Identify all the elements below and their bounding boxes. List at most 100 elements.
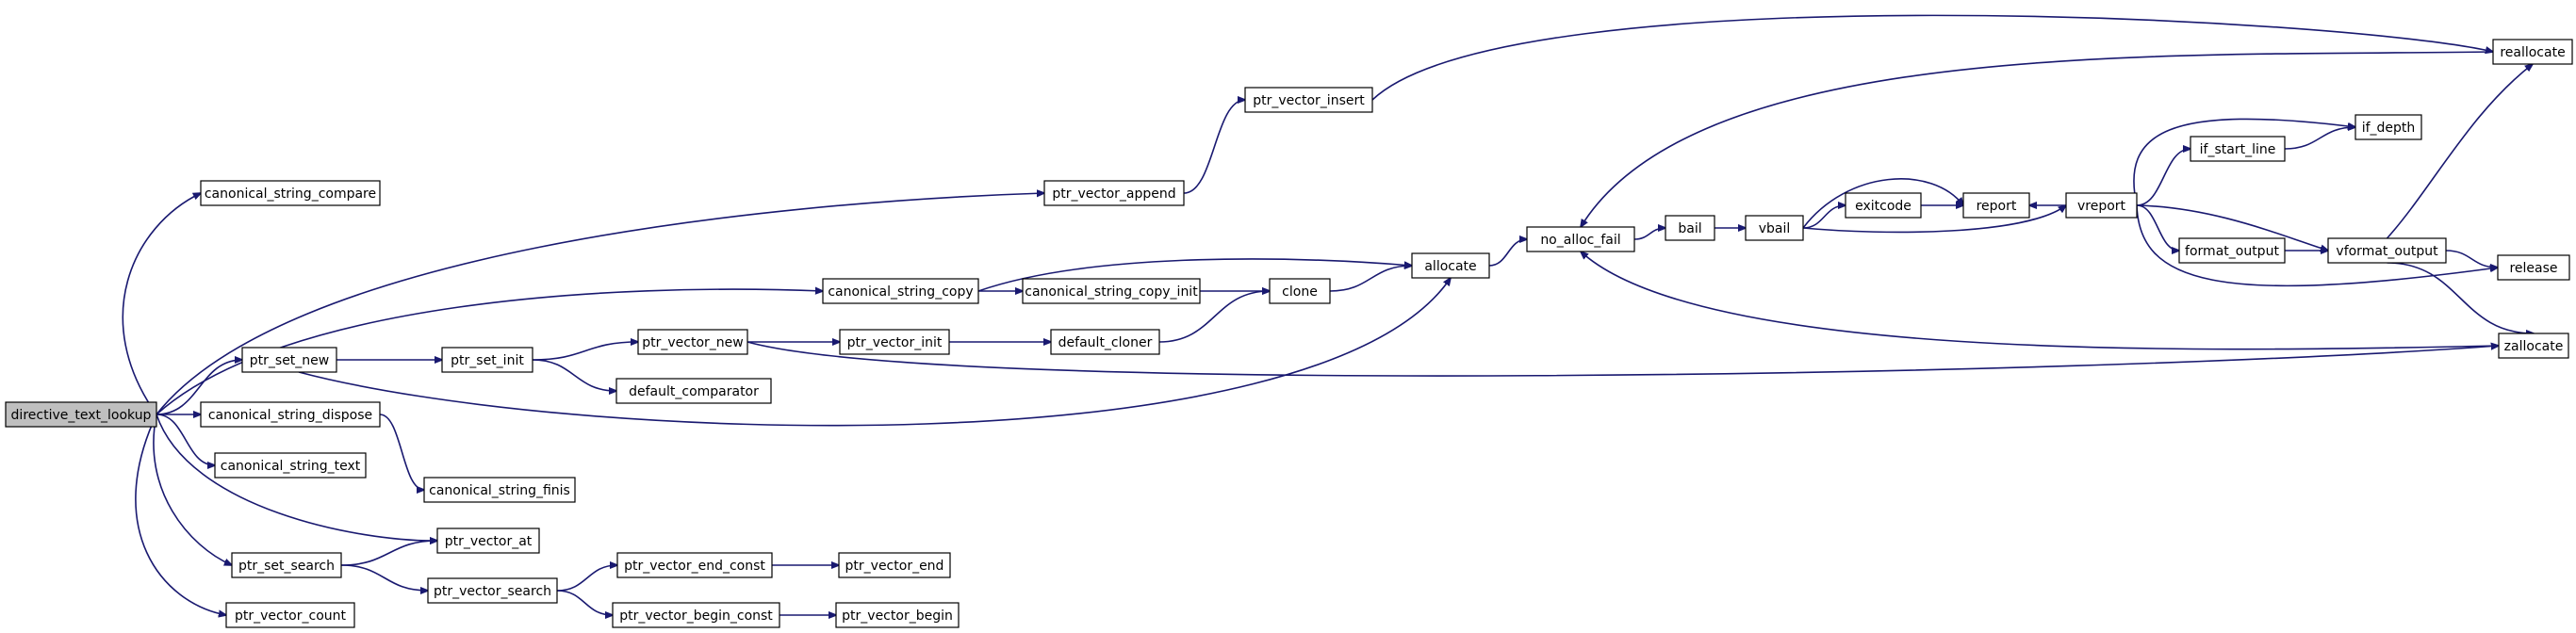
node-no-alloc-fail[interactable]: no_alloc_fail	[1526, 226, 1635, 252]
edge-line	[747, 341, 2499, 377]
node-box	[1526, 226, 1635, 252]
node-canonical-string-text[interactable]: canonical_string_text	[214, 452, 367, 479]
edge-line	[153, 414, 232, 565]
node-ptr-vector-begin-const[interactable]: ptr_vector_begin_const	[612, 602, 780, 628]
node-label: vreport	[2077, 199, 2126, 214]
node-directive-text-lookup[interactable]: directive_text_lookup	[5, 401, 157, 428]
node-vformat-output[interactable]: vformat_output	[2327, 237, 2447, 264]
node-vbail[interactable]: vbail	[1745, 215, 1804, 241]
node-report[interactable]: report	[1962, 192, 2030, 219]
node-ptr-vector-end-const[interactable]: ptr_vector_end_const	[616, 552, 773, 578]
edge-line	[1633, 228, 1665, 240]
node-exitcode[interactable]: exitcode	[1845, 192, 1922, 219]
call-edge-ptr_set_init-to-ptr_vector_new	[532, 342, 638, 361]
node-ptr-set-init[interactable]: ptr_set_init	[441, 347, 533, 373]
node-ptr-vector-init[interactable]: ptr_vector_init	[839, 329, 950, 355]
node-default-cloner[interactable]: default_cloner	[1050, 329, 1160, 355]
edge-line	[156, 414, 215, 465]
node-bail[interactable]: bail	[1665, 215, 1715, 241]
edge-line	[1802, 178, 1963, 229]
call-edge-vreport-to-vformat_output	[2136, 204, 2328, 251]
call-edge-ptr_set_new-to-allocate	[298, 278, 1451, 427]
node-label: ptr_vector_end	[845, 559, 944, 574]
node-vreport[interactable]: vreport	[2065, 192, 2138, 219]
call-edge-directive_text_lookup-to-canonical_string_compare	[122, 193, 201, 415]
edge-line	[2445, 250, 2498, 268]
node-label: ptr_set_init	[451, 353, 524, 368]
node-box	[612, 602, 780, 628]
node-label: ptr_vector_count	[235, 609, 347, 624]
node-label: ptr_vector_at	[445, 534, 533, 549]
node-default-comparator[interactable]: default_comparator	[615, 378, 772, 404]
node-ptr-vector-append[interactable]: ptr_vector_append	[1043, 180, 1185, 206]
node-canonical-string-dispose[interactable]: canonical_string_dispose	[200, 401, 381, 428]
call-edge-vbail-to-vreport	[1802, 205, 2066, 234]
call-edge-vformat_output-to-release	[2445, 250, 2498, 268]
node-ptr-set-new[interactable]: ptr_set_new	[241, 347, 337, 373]
node-ptr-vector-insert[interactable]: ptr_vector_insert	[1244, 87, 1373, 113]
node-box	[838, 552, 951, 578]
call-edge-zallocate-to-no_alloc_fail	[1581, 252, 2500, 350]
node-zallocate[interactable]: zallocate	[2498, 333, 2569, 359]
call-edge-if_start_line-to-if_depth	[2284, 127, 2355, 150]
node-label: canonical_string_compare	[205, 187, 376, 202]
node-label: report	[1977, 199, 2017, 214]
call-edge-directive_text_lookup-to-ptr_set_search	[153, 414, 232, 565]
call-edge-directive_text_lookup-to-ptr_vector_count	[135, 414, 226, 615]
node-box	[441, 347, 533, 373]
node-canonical-string-copy[interactable]: canonical_string_copy	[822, 278, 979, 304]
edge-line	[1488, 239, 1527, 267]
call-edge-directive_text_lookup-to-ptr_vector_at	[156, 414, 437, 541]
node-label: ptr_vector_end_const	[624, 559, 765, 574]
node-canonical-string-compare[interactable]: canonical_string_compare	[200, 180, 381, 206]
call-edge-vreport-to-if_depth	[2133, 118, 2355, 206]
node-box	[5, 401, 157, 428]
node-box	[214, 452, 367, 479]
node-label: directive_text_lookup	[11, 408, 152, 423]
edge-line	[135, 414, 226, 615]
edge-line	[2284, 127, 2355, 150]
node-box	[2065, 192, 2138, 219]
node-ptr-vector-count[interactable]: ptr_vector_count	[225, 602, 355, 628]
edge-line	[2136, 204, 2179, 251]
edge-line	[2136, 204, 2498, 287]
node-label: no_alloc_fail	[1540, 233, 1620, 248]
node-label: release	[2509, 261, 2557, 276]
node-ptr-set-search[interactable]: ptr_set_search	[231, 552, 342, 578]
node-allocate[interactable]: allocate	[1411, 252, 1490, 279]
node-canonical-string-finis[interactable]: canonical_string_finis	[423, 477, 576, 503]
node-label: default_comparator	[629, 384, 759, 399]
node-ptr-vector-search[interactable]: ptr_vector_search	[427, 577, 558, 604]
node-box	[2497, 254, 2570, 281]
edge-line	[122, 193, 201, 415]
node-box	[835, 602, 960, 628]
node-ptr-vector-at[interactable]: ptr_vector_at	[436, 528, 540, 554]
node-box	[2354, 114, 2422, 140]
node-label: default_cloner	[1058, 335, 1153, 350]
node-if-start-line[interactable]: if_start_line	[2190, 136, 2286, 162]
node-if-depth[interactable]: if_depth	[2354, 114, 2422, 140]
node-label: ptr_vector_new	[642, 335, 743, 350]
node-format-output[interactable]: format_output	[2178, 237, 2286, 264]
node-box	[231, 552, 342, 578]
call-edge-directive_text_lookup-to-canonical_string_copy	[156, 289, 823, 415]
node-label: allocate	[1424, 259, 1476, 274]
node-ptr-vector-begin[interactable]: ptr_vector_begin	[835, 602, 960, 628]
node-clone[interactable]: clone	[1269, 278, 1331, 304]
edge-line	[556, 565, 617, 592]
node-release[interactable]: release	[2497, 254, 2570, 281]
node-label: canonical_string_dispose	[208, 408, 372, 423]
node-canonical-string-copy-init[interactable]: canonical_string_copy_init	[1022, 278, 1201, 304]
node-box	[1269, 278, 1331, 304]
node-reallocate[interactable]: reallocate	[2492, 39, 2573, 65]
node-ptr-vector-end[interactable]: ptr_vector_end	[838, 552, 951, 578]
node-label: ptr_vector_init	[847, 335, 943, 350]
node-label: canonical_string_copy	[828, 284, 973, 300]
node-label: ptr_set_new	[250, 353, 329, 368]
call-edge-ptr_vector_new-to-zallocate	[747, 341, 2499, 377]
node-label: exitcode	[1855, 199, 1911, 214]
node-ptr-vector-new[interactable]: ptr_vector_new	[637, 329, 748, 355]
edge-line	[2386, 64, 2534, 239]
node-box	[839, 329, 950, 355]
edge-line	[156, 360, 242, 415]
